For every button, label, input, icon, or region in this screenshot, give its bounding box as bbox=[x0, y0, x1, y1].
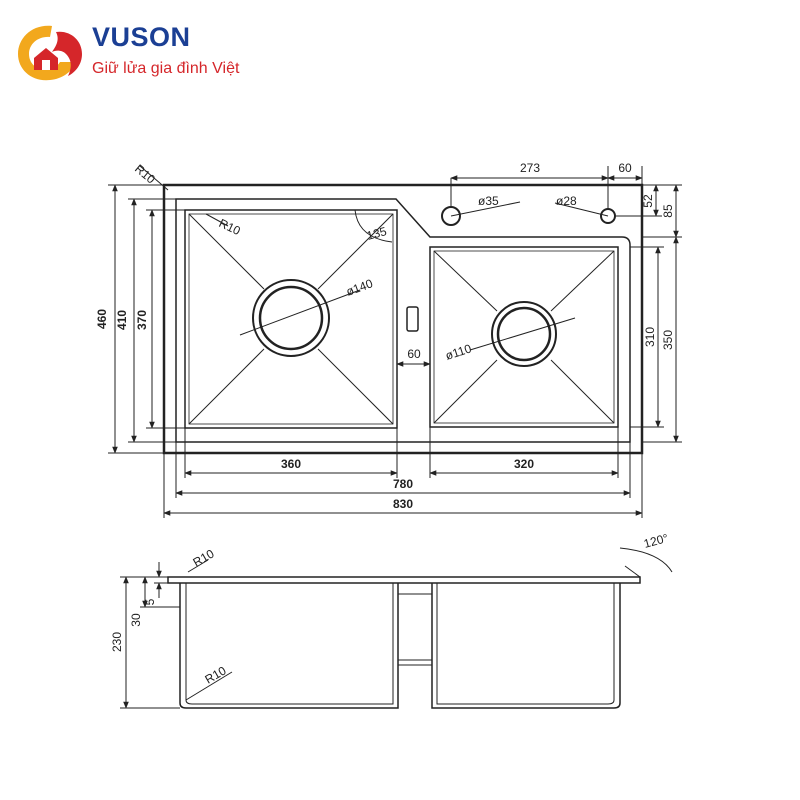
deck-outline bbox=[162, 183, 644, 455]
label-drain-small: ø110 bbox=[444, 341, 474, 363]
right-drain bbox=[491, 301, 557, 367]
brand-logo: VUSON Giữ lửa gia đình Việt bbox=[0, 0, 300, 90]
side-deck bbox=[167, 576, 641, 584]
left-bowl bbox=[184, 209, 398, 429]
deck-inner-outline bbox=[175, 198, 631, 443]
dim-85: 85 bbox=[661, 204, 675, 218]
label-side-angle: 120° bbox=[642, 531, 670, 551]
dim-60-gap: 60 bbox=[407, 347, 421, 361]
dim-230: 230 bbox=[110, 632, 124, 652]
brand-tagline: Giữ lửa gia đình Việt bbox=[92, 60, 240, 77]
side-left-bowl bbox=[179, 583, 399, 709]
soap-hole bbox=[600, 208, 616, 224]
dim-370: 370 bbox=[135, 310, 149, 330]
dim-310: 310 bbox=[643, 327, 657, 347]
dim-320: 320 bbox=[514, 457, 534, 471]
label-soap-hole: ø28 bbox=[556, 194, 577, 208]
dim-410: 410 bbox=[115, 310, 129, 330]
side-view bbox=[120, 547, 673, 709]
left-drain bbox=[252, 279, 330, 357]
brand-name: VUSON bbox=[92, 22, 191, 52]
label-tap-hole: ø35 bbox=[478, 194, 499, 208]
label-drain-large: ø140 bbox=[344, 276, 375, 299]
dim-30: 30 bbox=[129, 613, 143, 627]
dim-52: 52 bbox=[641, 194, 655, 208]
overflow-slot bbox=[406, 306, 419, 332]
dim-360: 360 bbox=[281, 457, 301, 471]
top-view bbox=[108, 165, 682, 518]
dim-350: 350 bbox=[661, 330, 675, 350]
dim-273: 273 bbox=[520, 161, 540, 175]
dim-780: 780 bbox=[393, 477, 413, 491]
label-radius-inner: R10 bbox=[217, 216, 243, 238]
label-radius-outer: R10 bbox=[132, 162, 158, 187]
dim-830: 830 bbox=[393, 497, 413, 511]
label-side-radius-bottom: R10 bbox=[203, 663, 229, 686]
dim-460: 460 bbox=[95, 309, 109, 329]
dim-60-top: 60 bbox=[618, 161, 632, 175]
flame-house-logo-icon bbox=[18, 25, 82, 81]
label-side-radius-top: R10 bbox=[191, 546, 217, 569]
side-right-bowl bbox=[431, 583, 621, 709]
right-bowl bbox=[429, 246, 619, 428]
dim-5: 5 bbox=[143, 598, 157, 605]
label-angle-chamfer: 135 bbox=[365, 224, 388, 243]
